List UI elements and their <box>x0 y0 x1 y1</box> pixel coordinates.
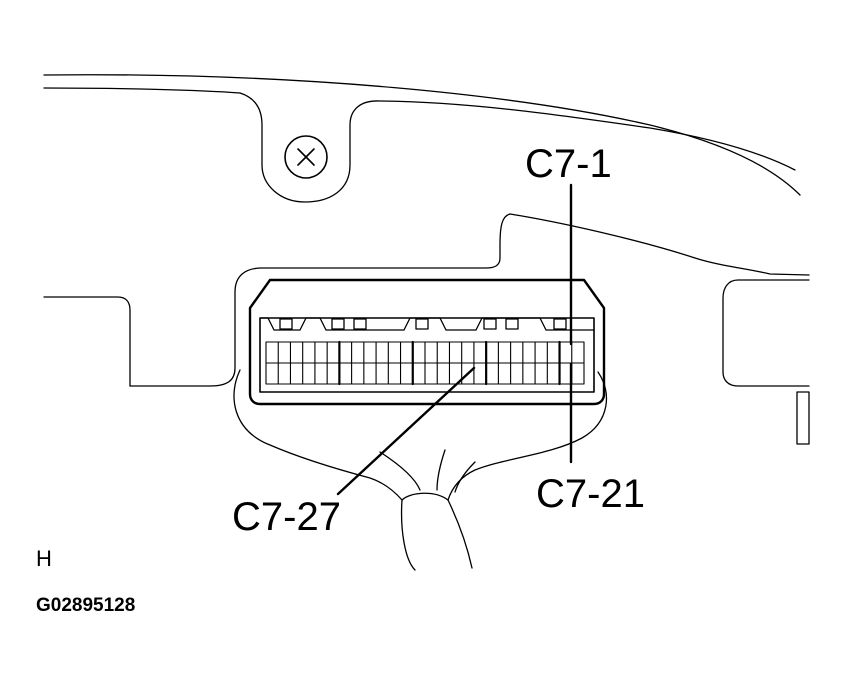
terminal-grid <box>265 340 585 386</box>
callout-c7-27: C7-27 <box>232 495 341 539</box>
callout-c7-21: C7-21 <box>536 472 645 516</box>
figure-code: G02895128 <box>36 595 135 616</box>
connector-c7 <box>248 278 606 406</box>
view-letter: H <box>36 546 52 571</box>
wire-harness <box>233 369 608 571</box>
screw-icon <box>284 135 328 179</box>
lock-tabs <box>259 317 595 331</box>
leader-lines <box>336 183 573 496</box>
panel-outline <box>43 74 810 445</box>
callout-c7-1: C7-1 <box>525 142 612 186</box>
